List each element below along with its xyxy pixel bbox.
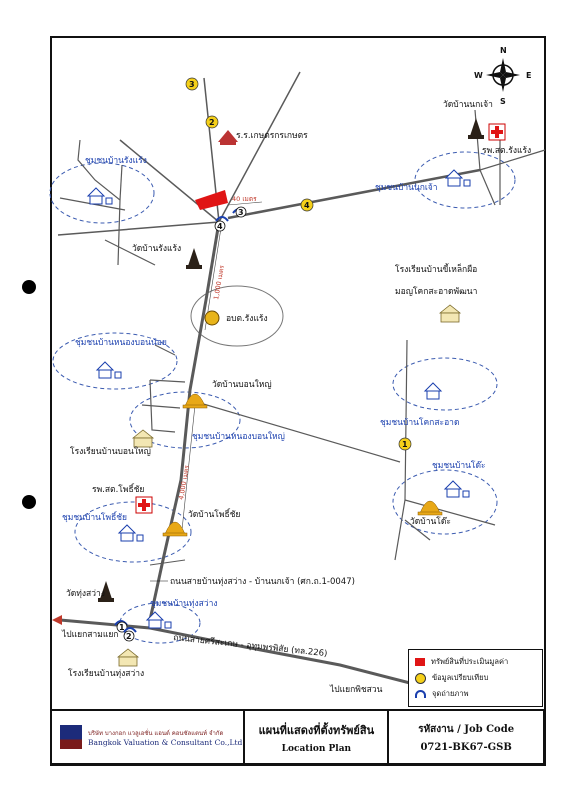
temple-icon	[468, 118, 484, 139]
hospital-icon	[135, 496, 153, 514]
road-main	[148, 221, 221, 621]
compass-e: E	[526, 71, 531, 80]
comparable-markers: 3 2 4 1	[185, 77, 412, 451]
stupa-icon	[162, 521, 188, 537]
binder-hole-bottom	[22, 495, 36, 509]
title-block: บริษัท บางกอก แวลูเอชั่น แอนด์ คอนซัลแตน…	[50, 709, 545, 765]
label-community-nong-bon-yai: ชุมชนบ้านหนองบอนใหญ่	[192, 431, 285, 442]
photo-point-icon	[415, 690, 426, 698]
photo-1: 1	[119, 623, 125, 632]
label-school-che-lek-2: มอญโคกสะอาดพัฒนา	[395, 286, 477, 297]
obt-seal-icon	[204, 310, 220, 326]
temple-icon	[98, 581, 114, 602]
house-icon	[145, 611, 172, 629]
legend: ทรัพย์สินที่ประเมินมูลค่า ข้อมูลเปรียบเท…	[408, 649, 543, 707]
school-icons	[116, 304, 462, 667]
label-wat-thung-sawang: วัดทุ่งสว่าง	[66, 589, 105, 599]
dist-40m: 40 เมตร	[232, 195, 257, 203]
legend-label-subject: ทรัพย์สินที่ประเมินมูลค่า	[431, 657, 509, 666]
compass-w: W	[474, 71, 483, 80]
label-hospital-pho-chai: รพ.สต.โพธิ์ชัย	[92, 483, 144, 495]
company-logo-icon	[60, 725, 82, 749]
house-icon	[117, 524, 144, 542]
house-icon	[444, 169, 471, 187]
binder-hole-top	[22, 280, 36, 294]
label-community-khok-sa-at: ชุมชนบ้านโคกสะอาด	[380, 417, 459, 428]
label-wat-rang-raeng: วัดบ้านรังแร้ง	[132, 243, 181, 254]
marker-4-east: 4	[304, 201, 310, 210]
compass-n: N	[500, 46, 507, 55]
yellow-circle-icon	[415, 672, 426, 684]
marker-3-top: 3	[189, 80, 195, 89]
house-icon	[423, 382, 443, 400]
temple-icons	[98, 118, 484, 602]
school-icon	[438, 304, 462, 323]
job-cell: รหัสงาน / Job Code 0721-BK67-GSB	[389, 711, 543, 763]
label-wat-pho-chai: วัดบ้านโพธิ์ชัย	[188, 508, 240, 520]
marker-1-east: 1	[402, 440, 408, 449]
house-icon	[443, 480, 470, 498]
label-hospital-rang-raeng: รพ.สต.รังแร้ง	[482, 145, 531, 156]
label-agri-cooperative: ร.ร.เกษตรกรเกษตร	[236, 131, 308, 141]
marker-2-top: 2	[209, 118, 215, 127]
house-icon	[86, 187, 113, 205]
school-icon	[131, 429, 155, 448]
map-title-en: Location Plan	[281, 743, 352, 754]
compass-rose: N S W E	[474, 46, 531, 106]
legend-item-comparable: ข้อมูลเปรียบเทียบ	[415, 670, 536, 686]
label-obt-rang-raeng: อบต.รังแร้ง	[226, 313, 268, 324]
company-name-th: บริษัท บางกอก แวลูเอชั่น แอนด์ คอนซัลแตน…	[88, 729, 224, 737]
legend-item-subject: ทรัพย์สินที่ประเมินมูลค่า	[415, 654, 536, 670]
company-cell: บริษัท บางกอก แวลูเอชั่น แอนด์ คอนซัลแตน…	[52, 711, 246, 763]
label-community-nok-chao: ชุมชนบ้านนกเจ้า	[375, 182, 438, 193]
compass-s: S	[500, 97, 506, 106]
hospital-icon	[488, 123, 506, 141]
legend-item-photo: จุดถ่ายภาพ	[415, 686, 536, 702]
label-wat-do: วัดบ้านโด๊ะ	[410, 516, 451, 527]
label-wat-nok-chao: วัดบ้านนกเจ้า	[443, 99, 493, 110]
map-frame	[50, 36, 546, 766]
hospital-icons	[135, 123, 506, 514]
stupa-icon	[182, 393, 208, 409]
job-code-label: รหัสงาน / Job Code	[418, 723, 515, 735]
subject-property	[195, 190, 228, 210]
photo-2: 2	[126, 632, 132, 641]
label-school-che-lek: โรงเรียนบ้านขี้เหล็กผือ	[395, 263, 477, 275]
legend-label-comparable: ข้อมูลเปรียบเทียบ	[432, 673, 489, 682]
temple-icon	[186, 248, 202, 269]
label-school-bon-yai: โรงเรียนบ้านบอนใหญ่	[70, 446, 151, 457]
map-title-th: แผนที่แสดงที่ตั้งทรัพย์สิน	[258, 723, 375, 737]
label-community-pho-chai: ชุมชนบ้านโพธิ์ชัย	[62, 511, 127, 523]
road-end-arrows	[52, 615, 418, 691]
label-community-thung-sawang: ชุมชนบ้านทุ่งสว่าง	[150, 598, 218, 609]
stupa-icon	[417, 500, 443, 516]
title-cell: แผนที่แสดงที่ตั้งทรัพย์สิน Location Plan	[245, 711, 390, 763]
label-wat-bon-yai: วัดบ้านบอนใหญ่	[212, 379, 272, 390]
community-ellipses	[49, 151, 516, 644]
photo-points: 4 3 1 2	[114, 206, 247, 642]
label-to-phet-suan: ไปแยกพิชสวน	[329, 684, 383, 695]
road-to-nok-chao	[227, 168, 481, 220]
photo-4: 4	[217, 222, 223, 231]
dist-4000: 4,000 เมตร	[177, 464, 191, 500]
label-school-thung-sawang: โรงเรียนบ้านทุ่งสว่าง	[68, 668, 144, 679]
house-icon	[95, 361, 122, 379]
school-icon	[116, 648, 140, 667]
label-road-main: ถนนสายบ้านทุ่งสว่าง - บ้านนกเจ้า (ศก.ถ.1…	[170, 576, 355, 587]
label-road-226: ถนนสายศรีสะเกษ - อุทุมพรพิสัย (ทล.226)	[173, 632, 328, 659]
label-community-rang-raeng: ชุมชนบ้านรังแร้ง	[85, 155, 147, 166]
label-to-sam-yaek: ไปแยกสามแยก	[61, 629, 118, 640]
job-code-value: 0721-BK67-GSB	[420, 741, 512, 753]
label-community-do: ชุมชนบ้านโด๊ะ	[432, 460, 486, 471]
stupa-icons	[162, 393, 443, 537]
house-icons	[86, 169, 471, 629]
company-name-en: Bangkok Valuation & Consultant Co.,Ltd	[88, 737, 243, 747]
label-community-nong-bon-noi: ชุมชนบ้านหนองบอนน้อย	[75, 337, 167, 348]
photo-3: 3	[238, 208, 244, 217]
red-square-icon	[415, 658, 425, 666]
legend-label-photo: จุดถ่ายภาพ	[432, 689, 469, 698]
obt-ellipse	[190, 285, 284, 347]
temple-icon	[218, 130, 238, 145]
